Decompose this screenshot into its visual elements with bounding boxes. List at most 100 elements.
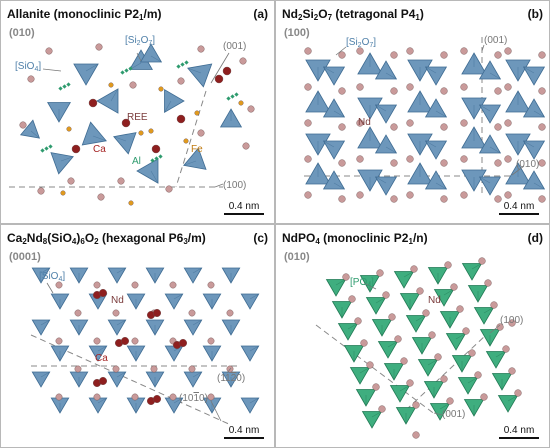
po4-tetrahedra	[325, 263, 519, 429]
structure-monazite	[315, 257, 522, 439]
ca-atom	[152, 394, 161, 403]
label-sio4: [SiO4]	[39, 271, 66, 283]
tetrahedron	[322, 140, 346, 160]
tetrahedron	[136, 158, 159, 184]
tetrahedron	[107, 267, 127, 284]
al-octahedron	[154, 156, 159, 161]
tetrahedron	[405, 315, 427, 333]
nd-atom	[112, 309, 120, 317]
zone-axis: (0001)	[9, 251, 41, 263]
nd-atom	[338, 51, 346, 59]
tetrahedron	[183, 319, 203, 336]
nd-atom	[462, 327, 470, 335]
tetrahedron	[365, 297, 387, 315]
tetrahedron	[374, 176, 398, 196]
nd-atom	[504, 119, 512, 127]
al-octahedron	[226, 96, 231, 101]
tetrahedron	[31, 267, 51, 284]
panel-monazite: NdPO4 (monoclinic P21/n) (010) (d) [PO4]…	[275, 224, 550, 448]
nd-atom	[93, 337, 101, 345]
atoms	[304, 47, 546, 203]
nd-atom	[412, 401, 420, 409]
nd-atom	[538, 87, 546, 95]
nd-atom	[188, 365, 196, 373]
nd-atom	[390, 123, 398, 131]
panel-allanite: Allanite (monoclinic P21/m) (010) (a) [S…	[0, 0, 275, 224]
tetrahedron	[424, 170, 448, 190]
nd-atom	[67, 177, 75, 185]
nd-atom	[504, 47, 512, 55]
zone-axis: (010)	[9, 27, 35, 39]
nd-atom	[390, 195, 398, 203]
nd-atom	[502, 345, 510, 353]
nd-atom	[406, 155, 414, 163]
nd-atom	[394, 335, 402, 343]
si2o7-tetrahedra	[305, 52, 546, 196]
al-octahedron	[48, 144, 53, 149]
tetrahedron	[322, 170, 346, 190]
nd-atom	[207, 337, 215, 345]
tetrahedron	[164, 293, 184, 310]
zone-axis: (100)	[284, 27, 310, 39]
tetrahedron	[50, 152, 74, 175]
tetrahedron	[240, 293, 260, 310]
tetrahedron	[240, 345, 260, 362]
nd-atom	[390, 87, 398, 95]
nd-atom	[494, 195, 502, 203]
nd-atom	[456, 305, 464, 313]
tetrahedron	[113, 132, 137, 155]
nd-atom	[538, 123, 546, 131]
nd-atom	[494, 159, 502, 167]
nd-atom	[504, 155, 512, 163]
nd-atom	[55, 393, 63, 401]
nd-atom	[444, 261, 452, 269]
tetrahedron	[478, 104, 502, 124]
tetrahedron	[478, 134, 502, 154]
nd-atom	[95, 43, 103, 51]
nd-atom	[169, 393, 177, 401]
panel-title: NdPO4 (monoclinic P21/n)	[282, 231, 428, 246]
ca-atom	[178, 338, 187, 347]
label-dir-001: (001)	[442, 409, 466, 420]
nd-atom	[356, 83, 364, 91]
annotation-arrows	[363, 282, 501, 416]
al-octahedron	[176, 64, 181, 69]
panel-letter: (b)	[527, 7, 543, 21]
nd-atom	[197, 45, 205, 53]
panel-title: Ca2Nd8(SiO4)6O2 (hexagonal P63/m)	[7, 231, 206, 246]
tetrahedron	[322, 98, 346, 118]
nd-atom	[55, 281, 63, 289]
panel-nd2si2o7: Nd2Si2O7 (tetragonal P41) (100) (b) [Si2…	[275, 0, 550, 224]
panel-title: Nd2Si2O7 (tetragonal P41)	[282, 7, 424, 22]
nd-atom	[494, 87, 502, 95]
panel-letter: (d)	[527, 231, 543, 245]
label-dir-10-10: (1010)	[179, 393, 208, 404]
nd-atom	[356, 191, 364, 199]
nd-atom	[460, 119, 468, 127]
nd-atom	[354, 317, 362, 325]
tetrahedron	[424, 98, 448, 118]
ree-atom	[176, 114, 186, 124]
tetrahedron	[96, 88, 119, 114]
scale-bar: 0.4 nm	[224, 425, 264, 439]
al-octahedron	[44, 146, 49, 151]
nd-atom	[112, 365, 120, 373]
tetrahedron	[107, 319, 127, 336]
tetrahedron	[374, 60, 398, 80]
tetrahedron	[389, 385, 411, 403]
tetrahedron	[31, 319, 51, 336]
nd-atom	[406, 119, 414, 127]
tetrahedron	[497, 395, 519, 413]
nd-atom	[460, 47, 468, 55]
label-fe: Fe	[191, 144, 203, 155]
nd-atom	[348, 295, 356, 303]
nd-atom	[356, 47, 364, 55]
nd-atom	[239, 57, 247, 65]
fe-atom	[183, 138, 189, 144]
nd-atom	[406, 47, 414, 55]
structure-nd2si2o7	[304, 37, 546, 203]
tetrahedron	[164, 89, 185, 113]
tetrahedron	[349, 367, 371, 385]
al-octahedron	[234, 92, 239, 97]
tetrahedron	[107, 371, 127, 388]
